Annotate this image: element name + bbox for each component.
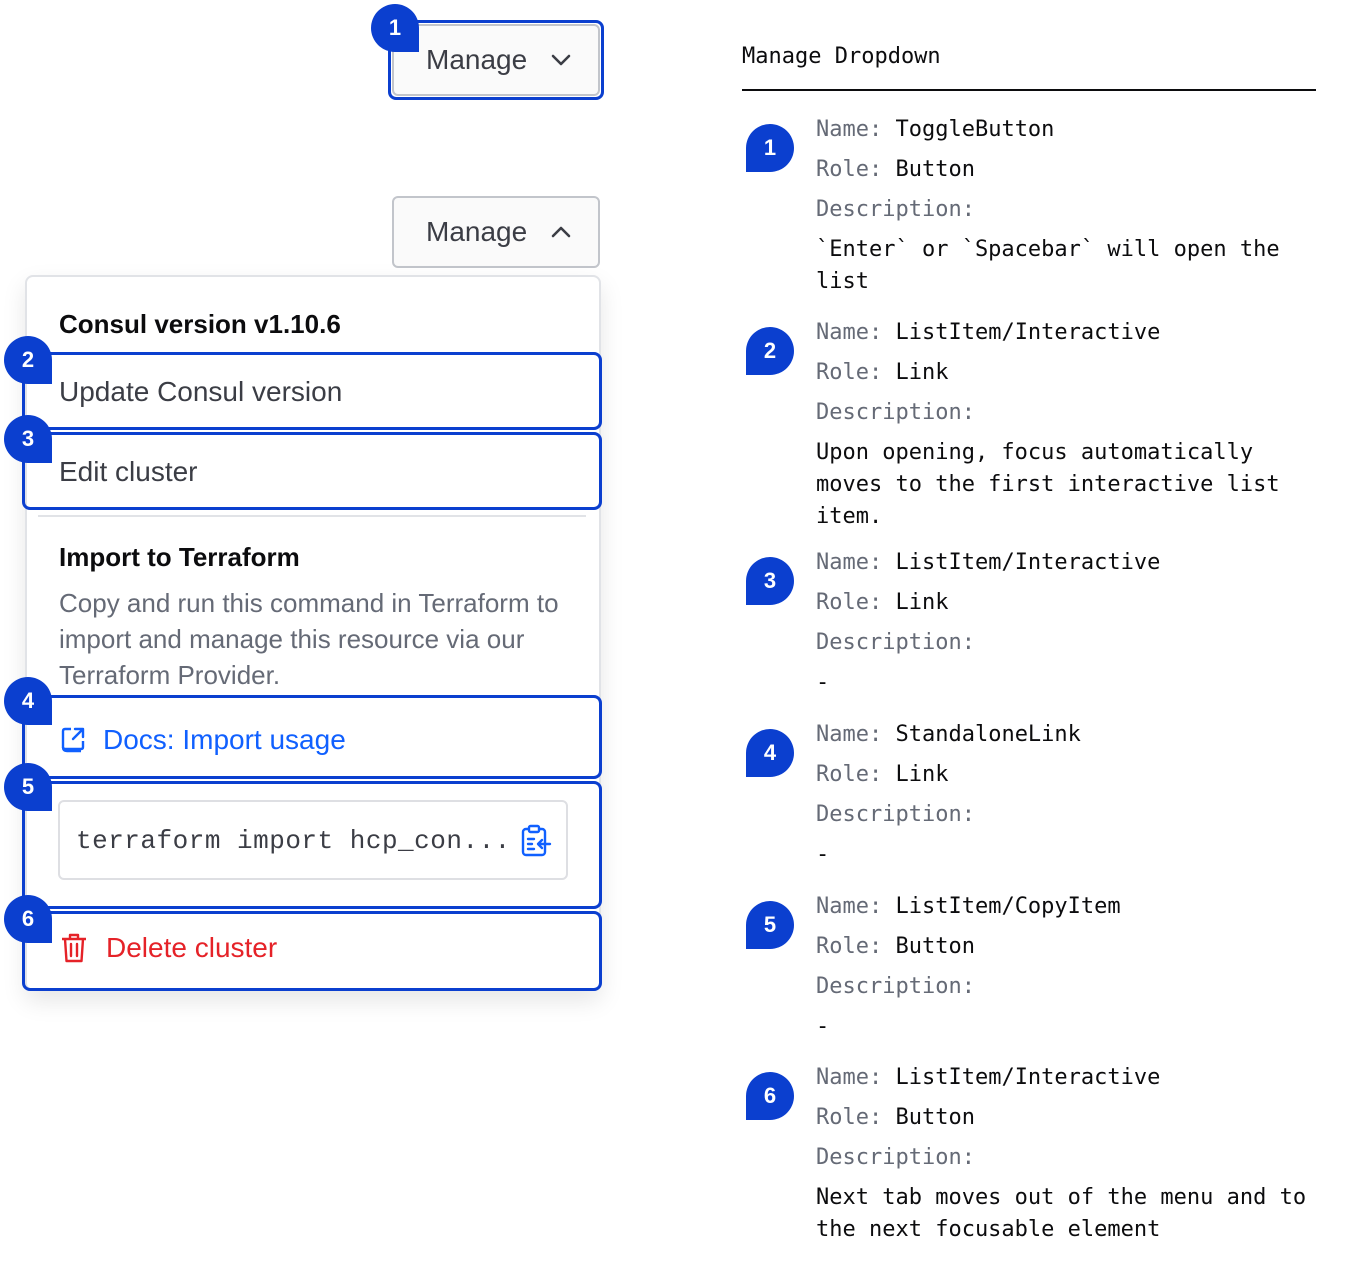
doc-title: Manage Dropdown — [742, 44, 941, 69]
description-key: Description: — [816, 197, 975, 222]
doc-badge-2: 2 — [746, 327, 794, 375]
copy-command-text: terraform import hcp_con... — [76, 826, 511, 856]
role-key: Role: — [816, 934, 883, 959]
entry-name: ToggleButton — [895, 117, 1055, 142]
doc-entry: Name: ListItem/CopyItem Role: Button Des… — [816, 891, 1316, 1043]
entry-name: ListItem/Interactive — [895, 1065, 1161, 1090]
focus-ring-docs — [22, 695, 602, 779]
chevron-down-icon — [551, 54, 571, 66]
role-key: Role: — [816, 360, 883, 385]
marker-badge-1: 1 — [371, 4, 419, 52]
role-key: Role: — [816, 1105, 883, 1130]
doc-divider — [742, 89, 1316, 91]
entry-role: Link — [895, 590, 949, 615]
manage-toggle-closed[interactable]: Manage — [392, 24, 600, 96]
marker-badge-5: 5 — [4, 763, 52, 811]
focus-ring-toggle — [388, 20, 604, 100]
role-key: Role: — [816, 590, 883, 615]
manage-toggle-label: Manage — [426, 44, 528, 75]
doc-badge-4: 4 — [746, 729, 794, 777]
import-terraform-title: Import to Terraform — [59, 542, 300, 572]
trash-icon — [62, 933, 86, 963]
docs-import-usage-link[interactable]: Docs: Import usage — [103, 724, 346, 755]
entry-role: Link — [895, 360, 949, 385]
consul-version-title: Consul version v1.10.6 — [59, 309, 341, 339]
separator — [38, 515, 586, 517]
copy-item[interactable]: terraform import hcp_con... — [58, 800, 568, 880]
update-consul-version-item[interactable]: Update Consul version — [59, 376, 343, 407]
entry-description: - — [816, 842, 830, 867]
marker-badge-4: 4 — [4, 677, 52, 725]
name-key: Name: — [816, 550, 883, 575]
entry-description: - — [816, 1014, 830, 1039]
entry-description: Next tab moves out of the menu and to th… — [816, 1185, 1320, 1242]
delete-cluster-item[interactable]: Delete cluster — [106, 932, 278, 963]
entry-role: Button — [895, 1105, 975, 1130]
name-key: Name: — [816, 117, 883, 142]
doc-entry: Name: ListItem/Interactive Role: Button … — [816, 1062, 1316, 1246]
doc-badge-5: 5 — [746, 901, 794, 949]
chevron-up-icon — [551, 226, 571, 238]
role-key: Role: — [816, 157, 883, 182]
import-description: Copy and run this command in Terraform t… — [59, 588, 559, 690]
doc-entry: Name: ToggleButton Role: Button Descript… — [816, 114, 1316, 298]
doc-badge-3: 3 — [746, 557, 794, 605]
marker-badge-6: 6 — [4, 895, 52, 943]
focus-ring-update — [22, 352, 602, 430]
description-key: Description: — [816, 400, 975, 425]
name-key: Name: — [816, 722, 883, 747]
entry-description: `Enter` or `Spacebar` will open the list — [816, 237, 1293, 294]
marker-badge-2: 2 — [4, 336, 52, 384]
focus-ring-copy — [22, 781, 602, 909]
description-key: Description: — [816, 802, 975, 827]
entry-name: ListItem/Interactive — [895, 320, 1161, 345]
description-key: Description: — [816, 974, 975, 999]
name-key: Name: — [816, 1065, 883, 1090]
edit-cluster-item[interactable]: Edit cluster — [59, 456, 198, 487]
manage-toggle-label: Manage — [426, 216, 528, 247]
description-key: Description: — [816, 630, 975, 655]
description-key: Description: — [816, 1145, 975, 1170]
entry-role: Button — [895, 157, 975, 182]
doc-entry: Name: ListItem/Interactive Role: Link De… — [816, 547, 1316, 699]
clipboard-copy-icon[interactable] — [520, 824, 552, 858]
role-key: Role: — [816, 762, 883, 787]
doc-badge-6: 6 — [746, 1072, 794, 1120]
manage-toggle-open[interactable]: Manage — [392, 196, 600, 268]
focus-ring-delete — [22, 911, 602, 991]
entry-description: - — [816, 670, 830, 695]
doc-entry: Name: StandaloneLink Role: Link Descript… — [816, 719, 1316, 871]
entry-description: Upon opening, focus automatically moves … — [816, 440, 1293, 529]
doc-entry: Name: ListItem/Interactive Role: Link De… — [816, 317, 1316, 533]
entry-role: Link — [895, 762, 949, 787]
external-link-icon — [61, 727, 85, 753]
entry-name: ListItem/CopyItem — [895, 894, 1121, 919]
name-key: Name: — [816, 894, 883, 919]
marker-badge-3: 3 — [4, 415, 52, 463]
entry-role: Button — [895, 934, 975, 959]
focus-ring-edit — [22, 432, 602, 510]
entry-name: StandaloneLink — [895, 722, 1081, 747]
doc-badge-1: 1 — [746, 124, 794, 172]
name-key: Name: — [816, 320, 883, 345]
entry-name: ListItem/Interactive — [895, 550, 1161, 575]
